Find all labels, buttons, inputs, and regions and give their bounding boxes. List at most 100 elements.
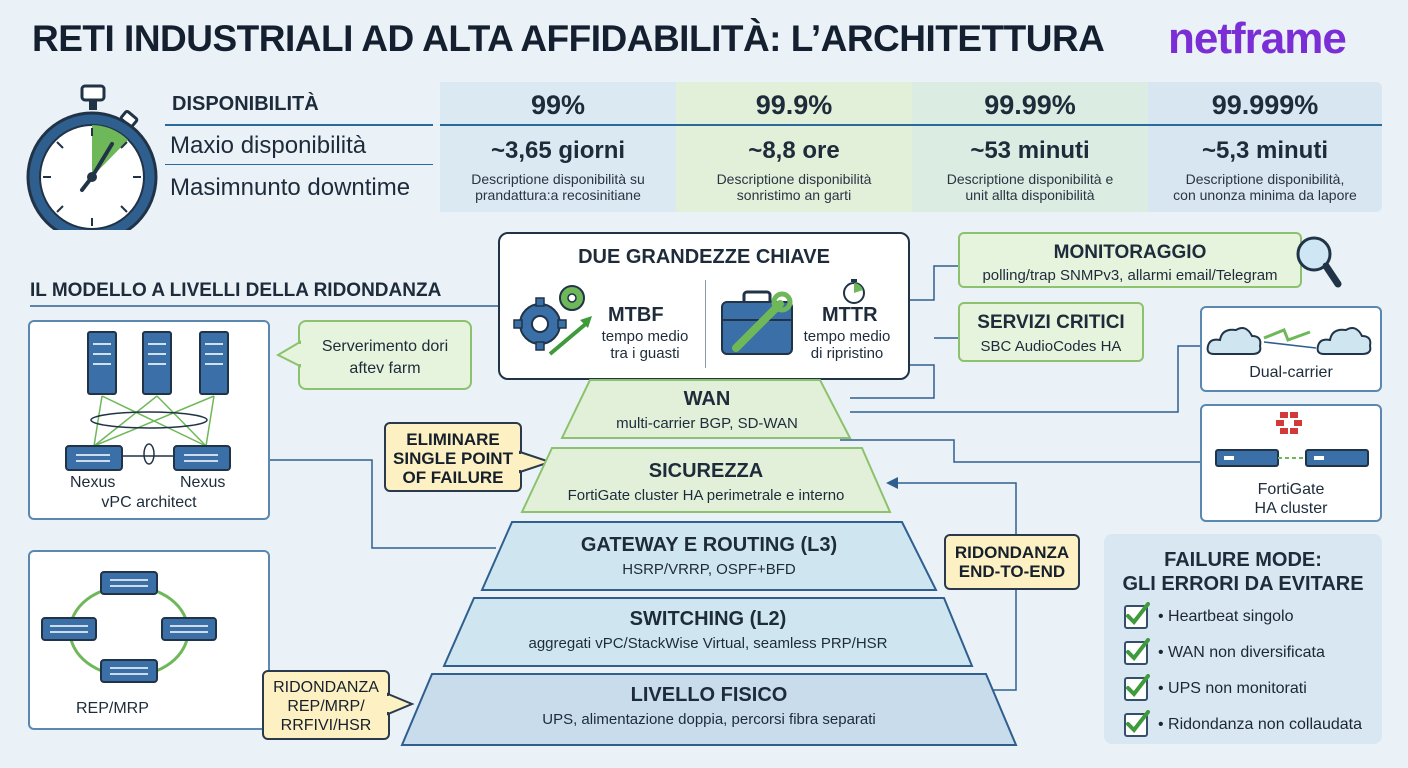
- layer-l2-shape: [442, 597, 974, 667]
- mtbf-label: MTBF: [608, 304, 664, 326]
- nexus-left-label: Nexus: [70, 474, 116, 491]
- availability-pct: 99.999%: [1211, 90, 1319, 120]
- layer-desc: UPS, alimentazione doppia, percorsi fibr…: [542, 711, 876, 728]
- rep-pointer: [386, 692, 415, 716]
- magnifier-icon: [1296, 236, 1342, 288]
- vpc-diagram: [65, 331, 231, 471]
- layer-desc: multi-carrier BGP, SD-WAN: [616, 415, 798, 432]
- desc-line: Descriptione disponibilità su: [471, 171, 645, 187]
- downtime-value: ~5,3 minuti: [1201, 137, 1329, 164]
- key-metrics-title: DUE GRANDEZZE CHIAVE: [578, 246, 830, 268]
- page-title: RETI INDUSTRIALI AD ALTA AFFIDABILITÀ: L…: [32, 18, 1105, 59]
- label-line: RIDONDANZA: [954, 543, 1070, 562]
- divider: [165, 164, 433, 165]
- layer-l3-shape: [480, 521, 938, 591]
- availability-heading: DISPONIBILITÀ: [172, 93, 319, 115]
- spof-pointer: [518, 450, 552, 474]
- layer-desc: aggregati vPC/StackWise Virtual, seamles…: [528, 635, 888, 652]
- bubble-line: Serverimento dori: [321, 338, 449, 355]
- availability-column-99-9: 99.9% ~8,8 ore Descriptione disponibilit…: [676, 82, 912, 212]
- desc-line: Descriptione disponibilità e: [946, 171, 1114, 187]
- divider: [705, 280, 706, 368]
- downtime-value: ~8,8 ore: [748, 137, 840, 164]
- ring-caption: REP/MRP: [76, 700, 149, 717]
- dual-carrier-caption: Dual-carrier: [1249, 364, 1333, 381]
- failure-mode-subtitle: GLI ERRORI DA EVITARE: [1122, 573, 1364, 595]
- layer-switching: SWITCHING (L2) aggregati vPC/StackWise V…: [444, 608, 972, 652]
- availability-column-99: 99% ~3,65 giorni Descriptione disponibil…: [440, 82, 676, 212]
- critical-services-card: SERVIZI CRITICI SBC AudioCodes HA: [958, 302, 1144, 362]
- layer-title: GATEWAY E ROUTING (L3): [580, 534, 838, 556]
- layer-desc: HSRP/VRRP, OSPF+BFD: [622, 561, 796, 578]
- model-title: IL MODELLO A LIVELLI DELLA RIDONDANZA: [30, 280, 442, 301]
- critical-services-title: SERVIZI CRITICI: [977, 312, 1125, 333]
- desc-line: prandattura:a recosinitiane: [475, 187, 641, 203]
- dual-carrier-card: Dual-carrier: [1200, 306, 1382, 392]
- monitoring-title: MONITORAGGIO: [1053, 242, 1207, 263]
- availability-pct: 99%: [530, 90, 586, 120]
- label-line: SINGLE POINT: [393, 449, 513, 468]
- availability-column-99-999: 99.999% ~5,3 minuti Descriptione disponi…: [1148, 82, 1382, 212]
- layer-gateway-routing: GATEWAY E ROUTING (L3) HSRP/VRRP, OSPF+B…: [480, 534, 938, 578]
- caption-line: HA cluster: [1254, 500, 1328, 517]
- failure-mode-title: FAILURE MODE:: [1164, 549, 1322, 571]
- bubble-line: aftev farm: [349, 360, 421, 377]
- label-line: OF FAILURE: [402, 468, 504, 487]
- monitoring-desc: polling/trap SNMPv3, allarmi email/Teleg…: [982, 267, 1278, 284]
- critical-services-desc: SBC AudioCodes HA: [980, 338, 1122, 355]
- layer-wan-shape: [560, 379, 852, 439]
- desc-line: unit allta disponibilità: [965, 187, 1095, 203]
- desc-line: di ripristino: [810, 345, 884, 362]
- vpc-caption: vPC architect: [101, 494, 197, 511]
- failure-mode-item: • Ridondanza non collaudata: [1158, 716, 1362, 733]
- server-farm-bubble: Serverimento dori aftev farm: [298, 320, 472, 390]
- desc-line: tempo medio: [803, 328, 891, 345]
- downtime-row-label: Masimnunto downtime: [170, 174, 411, 201]
- clouds-icon: [1206, 327, 1372, 355]
- layer-security: SICUREZZA FortiGate cluster HA perimetra…: [520, 460, 892, 504]
- divider: [165, 124, 433, 126]
- vpc-architecture-card: Nexus Nexus vPC architect: [28, 320, 270, 520]
- layer-title: SICUREZZA: [648, 460, 764, 482]
- layer-physical-shape: [400, 673, 1018, 746]
- layer-wan: WAN multi-carrier BGP, SD-WAN: [560, 388, 854, 432]
- desc-line: Descriptione disponibilità: [716, 171, 872, 187]
- availability-column-99-99: 99.99% ~53 minuti Descriptione disponibi…: [912, 82, 1148, 212]
- desc-line: tempo medio: [601, 328, 689, 345]
- failure-mode-panel: FAILURE MODE:GLI ERRORI DA EVITARE: [1104, 534, 1382, 744]
- failure-mode-item: • UPS non monitorati: [1158, 680, 1307, 697]
- gears-icon: [513, 285, 592, 356]
- desc-line: con unonza minima da lapore: [1173, 187, 1357, 203]
- downtime-value: ~3,65 giorni: [490, 137, 626, 164]
- desc-line: tra i guasti: [610, 345, 680, 362]
- stopwatch-icon: [26, 84, 158, 230]
- failure-mode-item: • WAN non diversificata: [1158, 644, 1325, 661]
- layer-security-shape: [520, 447, 892, 513]
- label-line: END-TO-END: [958, 562, 1066, 581]
- brand-logo: netframe: [1168, 14, 1347, 63]
- timer-icon: [843, 279, 865, 304]
- failure-mode-item: • Heartbeat singolo: [1158, 608, 1294, 625]
- availability-pct: 99.9%: [755, 90, 833, 120]
- layer-physical: LIVELLO FISICO UPS, alimentazione doppia…: [402, 684, 1016, 728]
- ring-diagram: [41, 571, 217, 683]
- desc-line: Descriptione disponibilità,: [1185, 171, 1345, 187]
- label-line: ELIMINARE: [406, 430, 500, 449]
- availability-row-label: Maxio disponibilità: [170, 132, 367, 159]
- availability-pct: 99.99%: [984, 90, 1076, 120]
- monitoring-card: MONITORAGGIO polling/trap SNMPv3, allarm…: [958, 232, 1302, 288]
- check-marks: [1126, 602, 1150, 734]
- mttr-label: MTTR: [822, 304, 878, 326]
- layer-desc: FortiGate cluster HA perimetrale e inter…: [567, 487, 845, 504]
- toolbox-icon: [721, 290, 793, 355]
- ring-topology-card: REP/MRP: [28, 550, 270, 730]
